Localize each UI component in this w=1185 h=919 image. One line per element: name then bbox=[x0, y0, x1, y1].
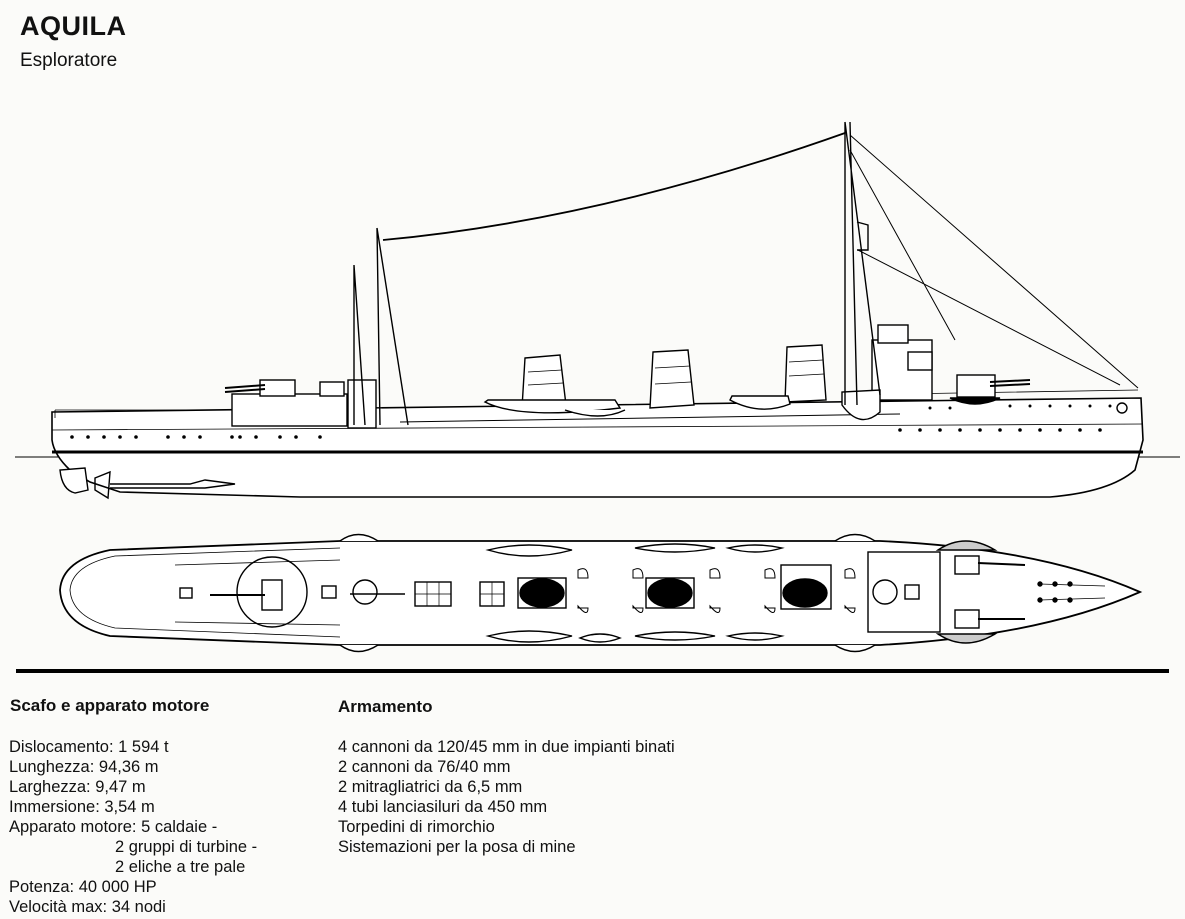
plan-forward-guns bbox=[935, 540, 1026, 644]
forward-gun-mount bbox=[956, 374, 996, 398]
forestays bbox=[849, 134, 1139, 389]
rudder bbox=[59, 467, 89, 494]
propeller bbox=[94, 470, 236, 500]
spec-speed: Velocità max: 34 nodi bbox=[9, 898, 166, 916]
profile-view bbox=[15, 121, 1180, 500]
armament-torpedo-tubes: 4 tubi lanciasiluri da 450 mm bbox=[338, 798, 548, 816]
mainmast bbox=[353, 227, 409, 426]
hull-section-title: Scafo e apparato motore bbox=[10, 696, 210, 715]
plan-sponsons bbox=[339, 533, 876, 653]
portholes bbox=[70, 404, 1112, 439]
hull-spec-list: Dislocamento: 1 594 t Lunghezza: 94,36 m… bbox=[9, 737, 257, 917]
plan-bridge bbox=[867, 551, 941, 633]
plan-boats bbox=[485, 543, 785, 643]
plan-view bbox=[59, 533, 1143, 653]
spec-power: Potenza: 40 000 HP bbox=[9, 878, 157, 896]
spec-machinery: Apparato motore: 5 caldaie - bbox=[9, 818, 218, 836]
armament-spec-list: 4 cannoni da 120/45 mm in due impianti b… bbox=[338, 737, 675, 857]
spec-length: Lunghezza: 94,36 m bbox=[9, 758, 159, 776]
profile-boats bbox=[483, 395, 791, 417]
aft-gun-platform bbox=[236, 556, 308, 628]
spec-beam: Larghezza: 9,47 m bbox=[9, 778, 146, 796]
page-title: AQUILA bbox=[20, 11, 127, 41]
spec-turbines: 2 gruppi di turbine - bbox=[115, 838, 258, 856]
vent-grids bbox=[414, 581, 505, 607]
foremast bbox=[844, 121, 881, 406]
spec-displacement: Dislocamento: 1 594 t bbox=[9, 738, 169, 756]
section-divider bbox=[16, 669, 1169, 673]
armament-mine-rails: Sistemazioni per la posa di mine bbox=[338, 838, 576, 856]
plan-funnels bbox=[517, 564, 832, 610]
aft-gun bbox=[224, 384, 266, 393]
armament-secondary-guns: 2 cannoni da 76/40 mm bbox=[338, 758, 511, 776]
forward-gun bbox=[989, 379, 1031, 387]
page-subtitle: Esploratore bbox=[20, 50, 118, 71]
funnels bbox=[521, 344, 827, 409]
armament-towed-torpedoes: Torpedini di rimorchio bbox=[338, 818, 495, 836]
ship-drawing bbox=[15, 121, 1180, 653]
plan-ventilators bbox=[577, 568, 856, 613]
armament-machine-guns: 2 mitragliatrici da 6,5 mm bbox=[338, 778, 523, 796]
armament-main-guns: 4 cannoni da 120/45 mm in due impianti b… bbox=[338, 738, 675, 756]
aft-deckhouse bbox=[231, 393, 348, 427]
antenna-wire bbox=[382, 132, 846, 241]
spec-propellers: 2 eliche a tre pale bbox=[115, 858, 246, 876]
spec-draught: Immersione: 3,54 m bbox=[9, 798, 155, 816]
armament-section-title: Armamento bbox=[338, 697, 433, 716]
